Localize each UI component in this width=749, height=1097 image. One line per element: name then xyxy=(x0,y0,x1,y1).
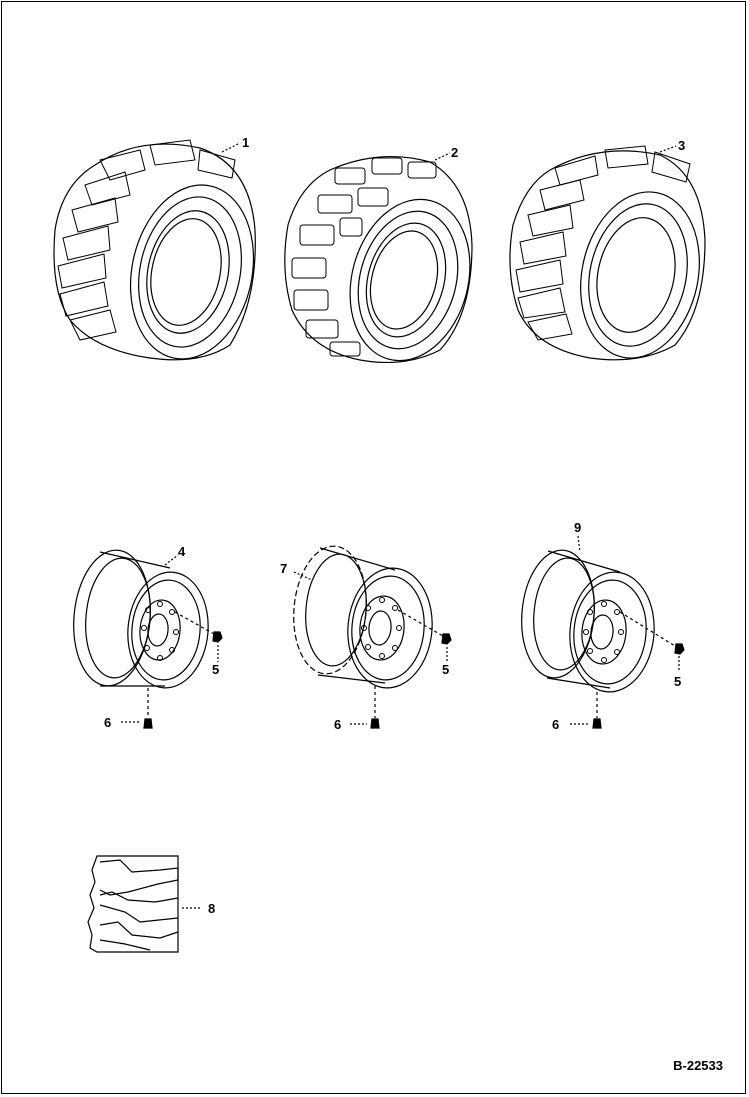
callout-3: 3 xyxy=(659,138,685,153)
callout-label-4: 4 xyxy=(178,544,186,559)
wheel-4[interactable] xyxy=(68,547,213,691)
callout-label-1: 1 xyxy=(242,135,249,150)
valve-6-c[interactable]: 6 xyxy=(552,692,602,732)
callout-label-5-a: 5 xyxy=(212,662,219,677)
callout-label-5-c: 5 xyxy=(674,674,681,689)
figure-reference-number: B-22533 xyxy=(673,1058,723,1073)
callout-7: 9 xyxy=(574,520,581,553)
tread-8[interactable] xyxy=(87,855,179,953)
callout-label-5-b: 5 xyxy=(442,662,449,677)
valve-6-b[interactable]: 6 xyxy=(334,686,380,732)
callout-label-3: 3 xyxy=(678,138,685,153)
callout-label-8: 8 xyxy=(208,901,215,916)
callout-label-7: 9 xyxy=(574,520,581,535)
callout-label-2: 2 xyxy=(451,145,458,160)
callout-1: 1 xyxy=(221,135,249,153)
wheel-7[interactable] xyxy=(517,547,660,695)
callout-label-6-c: 6 xyxy=(552,717,559,732)
nut-5-c[interactable]: 5 xyxy=(619,611,685,689)
nut-5-b[interactable]: 5 xyxy=(397,609,452,677)
callout-label-6-b: 6 xyxy=(334,717,341,732)
tire-1[interactable] xyxy=(53,139,269,371)
callout-label-9: 7 xyxy=(280,561,287,576)
tire-2[interactable] xyxy=(284,155,487,375)
valve-6-a[interactable]: 6 xyxy=(104,688,153,730)
callout-9: 7 xyxy=(280,561,313,581)
callout-2: 2 xyxy=(434,145,458,161)
nut-5-a[interactable]: 5 xyxy=(174,611,223,677)
callout-4: 4 xyxy=(164,544,186,566)
callout-label-6-a: 6 xyxy=(104,715,111,730)
tire-3[interactable] xyxy=(509,145,714,369)
wheel-9[interactable] xyxy=(289,543,438,691)
callout-8: 8 xyxy=(182,901,215,916)
